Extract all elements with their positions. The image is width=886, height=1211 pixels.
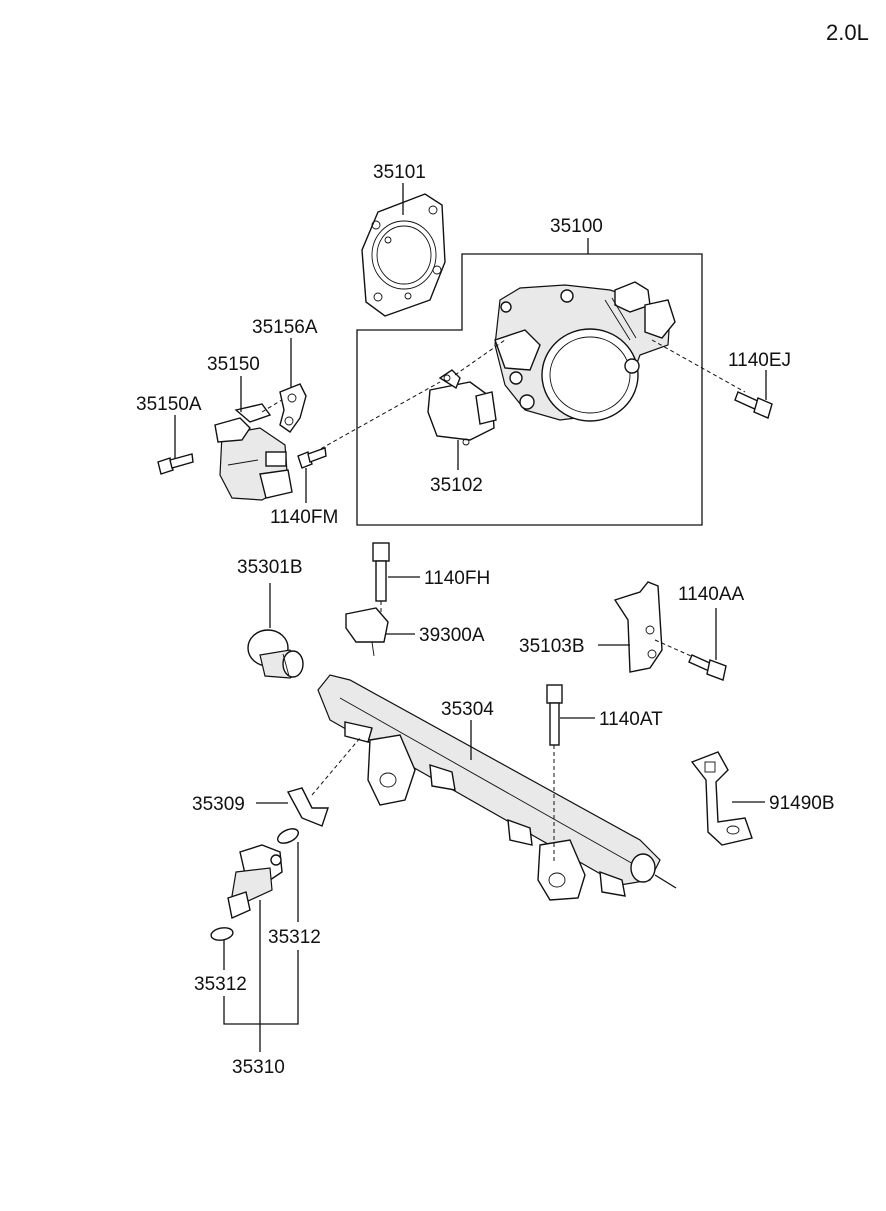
bolt-1140AT	[546, 684, 563, 746]
label-35310: 35310	[232, 1057, 285, 1078]
label-35312-lower: 35312	[194, 974, 247, 995]
bracket-35103B	[613, 581, 663, 673]
label-35150A: 35150A	[136, 394, 202, 415]
fuel-rail-35304	[317, 674, 677, 901]
sensor-39300A	[345, 607, 389, 657]
bolt-1140AA	[688, 654, 727, 681]
label-1140AT: 1140AT	[599, 709, 663, 730]
dash-1140EJ	[651, 339, 746, 393]
label-35101: 35101	[373, 162, 426, 183]
label-35100: 35100	[550, 216, 603, 237]
o-ring-upper	[277, 828, 299, 844]
label-91490B: 91490B	[769, 793, 835, 814]
leader-bracket-35310	[223, 950, 299, 1025]
label-35304: 35304	[441, 699, 494, 720]
label-1140EJ: 1140EJ	[728, 350, 791, 371]
dash-1140AA	[654, 639, 701, 661]
o-ring-lower	[210, 927, 234, 941]
bolt-1140FH	[372, 542, 390, 602]
label-35309: 35309	[192, 794, 245, 815]
label-1140AA: 1140AA	[678, 584, 745, 605]
bolt-1140EJ	[734, 391, 773, 419]
regulator-35301B	[247, 629, 304, 679]
label-35150: 35150	[207, 354, 260, 375]
label-35102: 35102	[430, 475, 483, 496]
dash-tps	[454, 339, 506, 376]
injector-35310	[227, 844, 283, 919]
label-1140FM: 1140FM	[270, 507, 338, 528]
dash-1140FM	[314, 381, 441, 453]
idle-valve-35150	[214, 403, 293, 501]
label-35301B: 35301B	[237, 557, 303, 578]
dash-35309	[311, 737, 361, 796]
label-35312-upper: 35312	[268, 927, 321, 948]
label-39300A: 39300A	[419, 625, 485, 646]
label-35103B: 35103B	[519, 636, 585, 657]
bolt-35150A	[157, 453, 194, 475]
throttle-body	[494, 281, 676, 422]
gasket-35156A	[279, 383, 307, 433]
bolt-1140FM	[297, 447, 327, 469]
label-35156A: 35156A	[252, 317, 318, 338]
assembly-box-35100	[356, 253, 703, 526]
sensor-35102	[427, 369, 497, 446]
clip-35309	[286, 787, 329, 827]
engine-label: 2.0L	[826, 20, 869, 45]
bracket-91490B	[690, 751, 753, 846]
label-1140FH: 1140FH	[424, 568, 490, 589]
gasket-35101	[361, 193, 446, 317]
